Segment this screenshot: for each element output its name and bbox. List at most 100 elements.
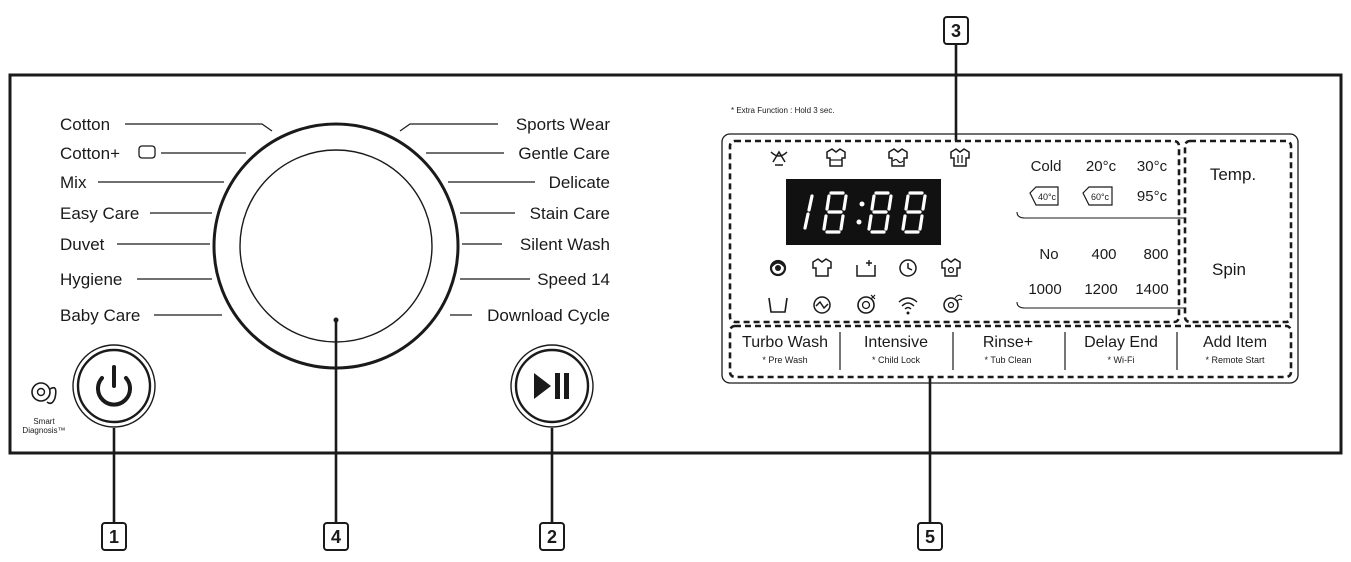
temp-button[interactable]: Temp. [1210,165,1256,184]
add-item-icon [856,260,876,277]
spin-option-800: 800 [1143,246,1168,263]
program-label-silent-wash[interactable]: Silent Wash [520,235,610,254]
turbo-icon [941,258,961,277]
intensive-button[interactable]: Intensive * Child Lock [864,334,928,365]
callout-number: 4 [331,527,341,547]
program-dial-knob[interactable] [239,149,433,343]
add-item-button[interactable]: Add Item * Remote Start [1203,334,1267,365]
eco-tag-icon [1082,186,1113,206]
remote-start-icon [943,294,963,313]
extra-function-note: * Extra Function : Hold 3 sec. [731,106,835,115]
steam-shirt-icon [950,148,970,167]
clock-icon [899,259,917,277]
temp-option-cold: Cold [1031,158,1062,175]
panel-frame [8,73,1343,455]
program-label-cotton-plus[interactable]: Cotton+ [60,144,120,163]
eco-tag-icon [1029,186,1059,206]
program-label-download-cycle[interactable]: Download Cycle [487,306,610,325]
digital-display [786,179,941,245]
tub-clean-sublabel: * Tub Clean [984,355,1031,365]
start-pause-button[interactable] [510,344,594,428]
program-label-cotton[interactable]: Cotton [60,115,110,134]
temperature-options: Cold 20°c 30°c 40°c 60°c 95°c [1016,158,1185,219]
spin-bracket [1016,301,1185,309]
icon-row-1 [770,148,970,167]
pre-wash-sublabel: * Pre Wash [762,355,807,365]
callout-number: 2 [547,527,557,547]
eco-bubble-icon [138,145,156,159]
bottom-button-row: Turbo Wash * Pre Wash Intensive * Child … [742,332,1267,370]
child-lock-sublabel: * Child Lock [872,355,921,365]
leader-line [399,123,498,132]
display-digit-1 [803,194,814,230]
spin-option-1200: 1200 [1084,281,1117,298]
program-label-baby-care[interactable]: Baby Care [60,306,140,325]
wifi-sublabel: * Wi-Fi [1108,355,1135,365]
callout-number: 3 [951,21,961,41]
program-label-mix[interactable]: Mix [60,173,87,192]
program-list-left: Cotton Cotton+ Mix Easy Care Duvet Hygie… [60,115,273,325]
display-digit-8c [901,191,927,234]
callout-number: 5 [925,527,935,547]
display-colon [856,201,865,225]
smart-diagnosis-icon [31,382,57,405]
intensive-label: Intensive [864,334,928,351]
temp-option-30: 30°c [1137,158,1168,175]
add-item-label: Add Item [1203,334,1267,351]
callout-1: 1 [101,522,127,551]
delay-end-label: Delay End [1084,334,1158,351]
prewash-shirt-icon [826,148,846,167]
display-panel [721,133,1299,384]
temp-option-95: 95°c [1137,188,1168,205]
spin-option-no: No [1039,246,1058,263]
spin-option-400: 400 [1091,246,1116,263]
program-label-hygiene[interactable]: Hygiene [60,270,122,289]
callout-3: 3 [943,16,969,45]
callout-2: 2 [539,522,565,551]
temp-option-20: 20°c [1086,158,1117,175]
child-lock-icon [813,296,831,314]
callout-5: 5 [917,522,943,551]
spin-option-1000: 1000 [1028,281,1061,298]
side-buttons-highlight-box [1183,139,1293,324]
spin-option-1400: 1400 [1135,281,1168,298]
rinse-plus-label: Rinse+ [983,334,1033,351]
display-digit-8a [822,191,848,234]
icon-row-3 [768,294,963,315]
turbo-wash-label: Turbo Wash [742,334,828,351]
tub-icon [768,297,788,313]
rinse-shirt-icon [812,258,832,277]
spin-button[interactable]: Spin [1212,260,1246,279]
spin-icon [769,259,787,277]
callout-4: 4 [323,522,349,551]
bottom-buttons-highlight-box [728,324,1293,379]
callout-number: 1 [109,527,119,547]
leader-line [125,123,273,132]
program-label-speed-14[interactable]: Speed 14 [537,270,610,289]
program-label-duvet[interactable]: Duvet [60,235,105,254]
program-label-gentle-care[interactable]: Gentle Care [518,144,610,163]
program-label-delicate[interactable]: Delicate [549,173,610,192]
temperature-bracket [1016,211,1185,219]
turbo-wash-button[interactable]: Turbo Wash * Pre Wash [742,334,828,365]
program-label-sports-wear[interactable]: Sports Wear [516,115,611,134]
program-label-stain-care[interactable]: Stain Care [530,204,610,223]
smart-diagnosis-line2: Diagnosis™ [22,426,65,435]
program-label-easy-care[interactable]: Easy Care [60,204,139,223]
rinse-plus-button[interactable]: Rinse+ * Tub Clean [983,334,1033,365]
play-pause-icon [534,373,569,399]
delay-end-button[interactable]: Delay End * Wi-Fi [1084,334,1158,365]
power-icon [96,365,132,407]
spin-options: No 400 800 1000 1200 1400 [1016,246,1185,309]
wifi-icon [898,297,918,315]
display-digit-8b [867,191,893,234]
display-highlight-box [728,139,1181,324]
power-button[interactable] [72,344,156,428]
stain-icon [770,150,788,166]
program-list-right: Sports Wear Gentle Care Delicate Stain C… [399,115,611,325]
remote-start-sublabel: * Remote Start [1205,355,1265,365]
smart-diagnosis: Smart Diagnosis™ [22,382,66,435]
wash-shirt-icon [888,148,908,167]
temp-option-40: 40°c [1038,192,1057,202]
